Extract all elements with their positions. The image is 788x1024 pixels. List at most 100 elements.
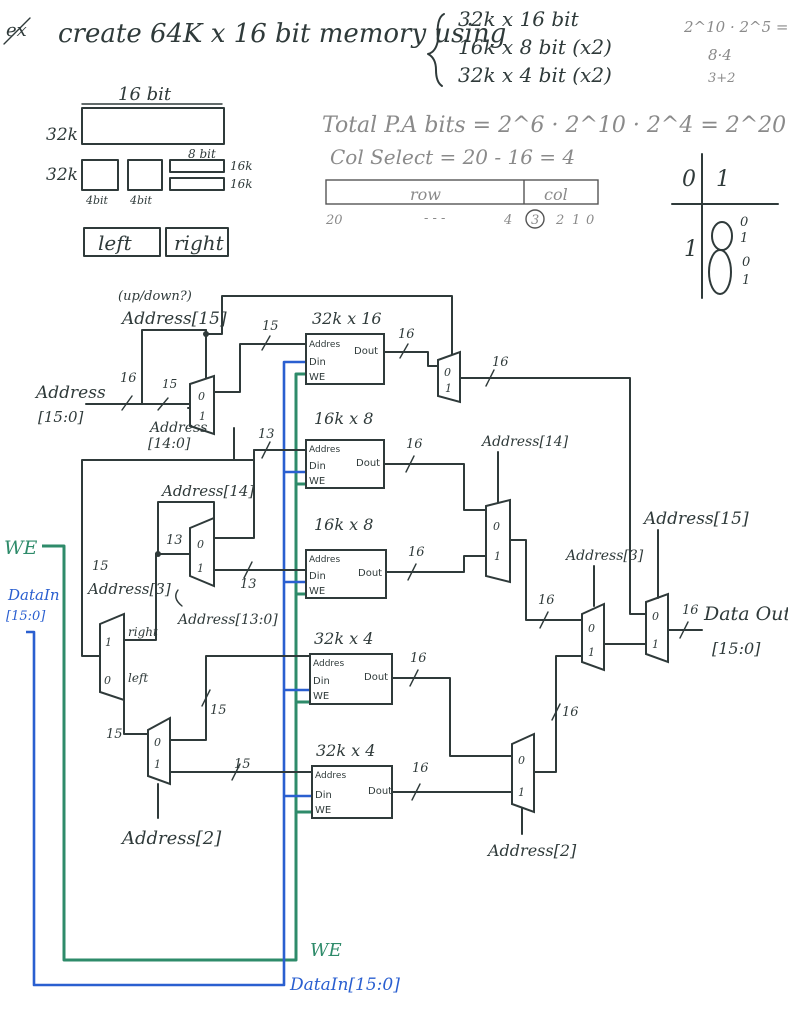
bit-4: 4 [503, 213, 512, 228]
tt-h0: 0 [682, 167, 696, 192]
svg-text:WE: WE [309, 476, 325, 487]
address-field-bar [325, 179, 599, 205]
col-label: col [544, 185, 568, 204]
data-out-label: Data Out [703, 603, 788, 625]
we-label: WE [4, 537, 38, 559]
option-2: 16k x 8 bit (x2) [458, 35, 612, 59]
mux-left-addr3 [99, 612, 125, 702]
sketch-4bit-block-b [127, 159, 163, 191]
mux-addr-select [189, 374, 215, 436]
title: create 64K x 16 bit memory using [58, 19, 506, 49]
svg-text:16: 16 [410, 651, 427, 666]
addr14-mid-label: Address[14] [160, 482, 254, 500]
svg-text:1: 1 [154, 758, 161, 771]
bit-1: 1 [572, 213, 580, 228]
addr15-top-label: Address[15] [120, 309, 227, 329]
tt-row-label: 1 [684, 237, 698, 262]
sketch-left: left [98, 231, 133, 255]
svg-text:1: 1 [199, 410, 206, 423]
svg-text:15: 15 [210, 703, 227, 718]
we-wire [42, 372, 306, 962]
addr14-0-range: [14:0] [148, 436, 191, 452]
col-select: Col Select = 20 - 16 = 4 [330, 145, 575, 169]
svg-text:Dout: Dout [354, 346, 378, 357]
sketch-4bit-a: 4bit [85, 194, 109, 207]
svg-text:16: 16 [412, 761, 429, 776]
addr15-right-label: Address[15] [642, 509, 749, 529]
addr2-left-label: Address[2] [120, 828, 222, 849]
option-1: 32k x 16 bit [458, 7, 580, 31]
svg-text:WE: WE [315, 805, 331, 816]
svg-text:1: 1 [494, 550, 501, 563]
circuit: WE DataIn [15:0] WE DataIn[15:0] Address… [4, 289, 788, 995]
chip-name: 16k x 8 [314, 409, 373, 428]
tt-r1c1: 1 [740, 231, 748, 246]
svg-text:16: 16 [492, 355, 509, 370]
svg-text:0: 0 [588, 622, 595, 635]
bus-width-16: 16 [120, 371, 137, 386]
bit-20: 20 [325, 213, 343, 228]
svg-text:0: 0 [154, 736, 161, 749]
svg-text:0: 0 [198, 390, 205, 403]
mux-addr2-left [147, 716, 171, 786]
sketch-right-box [165, 227, 229, 257]
chip-32kx4-a: 32k x 4 Addres Din WE Dout [309, 629, 393, 705]
addr14-0-label: Address [148, 420, 207, 436]
tt-r2c0: 0 [742, 255, 750, 270]
side-note-1: 2^10 · 2^5 = 2^15 [683, 18, 788, 36]
svg-text:Dout: Dout [364, 672, 388, 683]
chip-32kx16: 32k x 16 Addres Din WE Dout [305, 309, 385, 385]
svg-text:Dout: Dout [358, 568, 382, 579]
svg-text:13: 13 [258, 427, 275, 442]
sketch-width-label: 16 bit [118, 84, 172, 105]
svg-text:1: 1 [105, 636, 112, 649]
mux-addr14-right [485, 498, 511, 584]
we-bottom-label: WE [310, 940, 342, 961]
addr14-right-label: Address[14] [480, 434, 569, 450]
chip-16kx8-a: 16k x 8 Addres Din WE Dout [305, 409, 385, 489]
mux-addr2-right [511, 732, 535, 814]
datain-bottom-label: DataIn[15:0] [289, 975, 400, 995]
sketch-right: right [174, 231, 225, 255]
sketch-eight-bit: 8 bit [188, 147, 216, 161]
svg-text:Addres: Addres [309, 555, 340, 565]
svg-text:1: 1 [652, 638, 659, 651]
svg-text:0: 0 [518, 754, 525, 767]
tt-r1c0: 0 [740, 215, 748, 230]
svg-text:16: 16 [398, 327, 415, 342]
mux-addr3-right [581, 602, 605, 672]
sketch-4bit-b: 4bit [129, 194, 153, 207]
svg-text:16: 16 [562, 705, 579, 720]
sketch-left-box [83, 227, 161, 257]
svg-text:Addres: Addres [309, 445, 340, 455]
side-note-2: 8·4 [708, 46, 732, 64]
chip-name: 32k x 4 [314, 629, 373, 648]
chip-32kx4-b: 32k x 4 Addres Din WE Dout [311, 741, 393, 819]
right-label: right [128, 625, 158, 639]
mux-top-out [437, 350, 461, 404]
tt-r2c1: 1 [742, 273, 750, 288]
updown-note: (up/down?) [118, 289, 192, 304]
addr13-0-label: Address[13:0] [176, 612, 278, 628]
svg-text:1: 1 [197, 562, 204, 575]
svg-text:Din: Din [309, 357, 326, 368]
header: ex create 64K x 16 bit memory using 32k … [3, 7, 788, 87]
calc: Total P.A bits = 2^6 · 2^10 · 2^4 = 2^20… [322, 113, 786, 229]
truth-table: 0 1 1 0 1 0 1 [671, 153, 779, 299]
left-label: left [128, 671, 148, 685]
bit-0: 0 [586, 213, 594, 228]
svg-text:15: 15 [262, 319, 279, 334]
sketch-32kx16-block [81, 107, 225, 145]
addr3-left-label: Address[3] [86, 580, 171, 598]
mux-addr15-out [645, 592, 669, 664]
svg-text:16: 16 [682, 603, 699, 618]
data-out-range: [15:0] [712, 639, 761, 658]
sketch-16kx8-block-a [169, 159, 225, 173]
addr3-right-label: Address[3] [564, 548, 644, 564]
svg-text:WE: WE [309, 586, 325, 597]
svg-text:13: 13 [166, 533, 183, 548]
svg-text:Din: Din [313, 676, 330, 687]
svg-text:1: 1 [518, 786, 525, 799]
svg-text:Addres: Addres [313, 659, 344, 669]
